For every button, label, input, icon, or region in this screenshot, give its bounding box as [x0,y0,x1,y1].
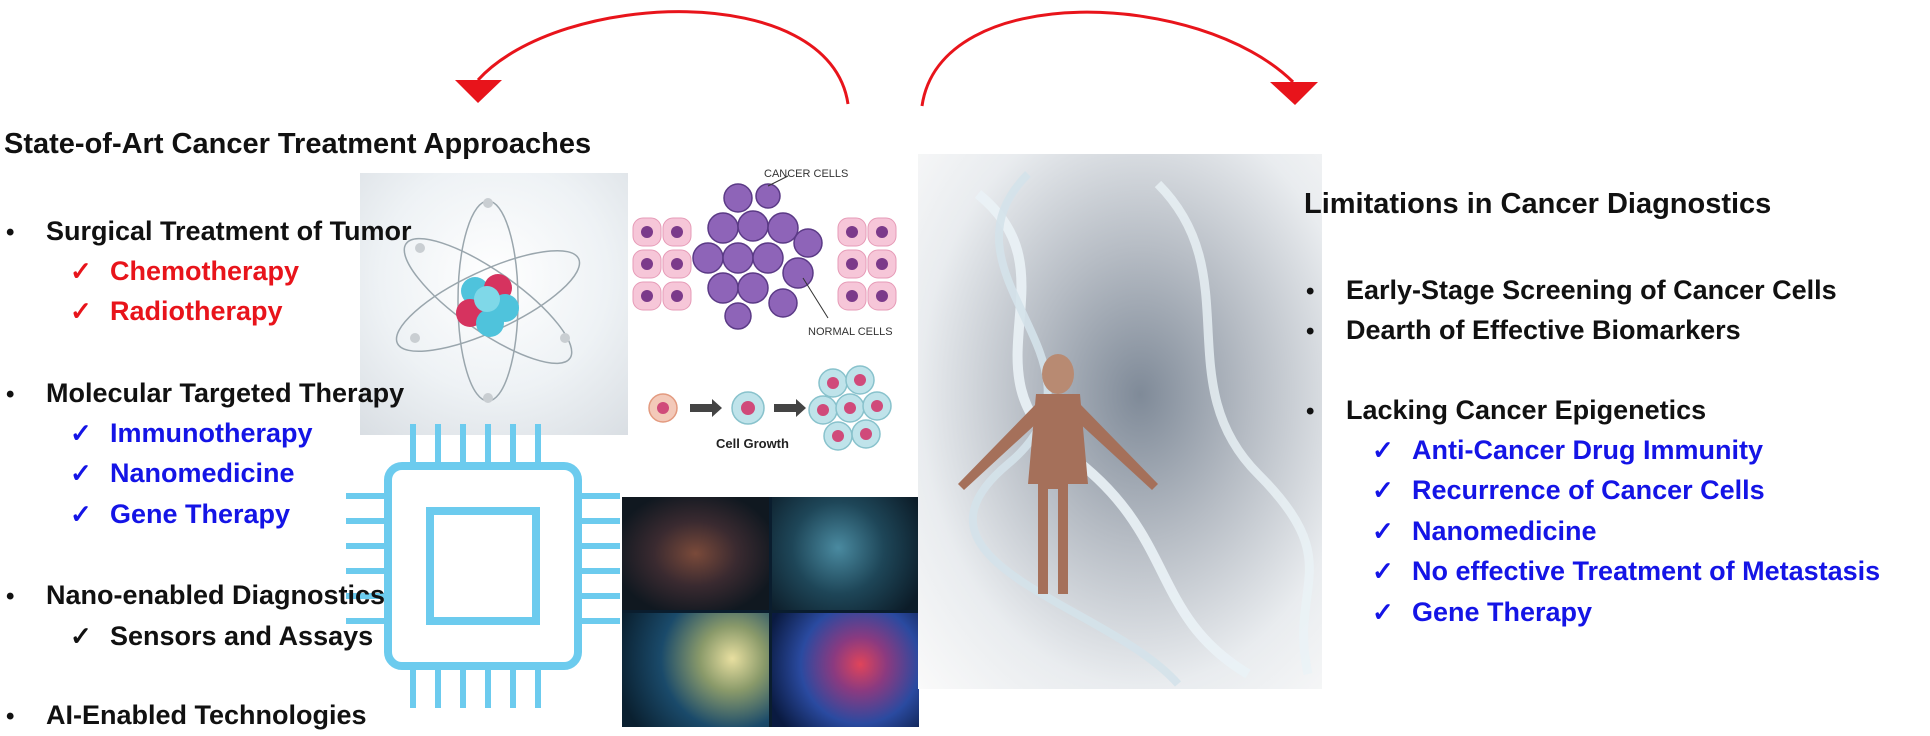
check-anti-cancer-drug-immunity: ✓ Anti-Cancer Drug Immunity [1372,435,1763,466]
check-gene-therapy: ✓ Gene Therapy [70,499,290,530]
check-icon: ✓ [1372,597,1394,627]
left-arrow-head [455,80,502,103]
check-icon: ✓ [1372,516,1394,546]
check-chemotherapy: ✓ Chemotherapy [70,256,299,287]
check-nanomedicine: ✓ Nanomedicine [70,458,295,489]
human-dna-illustration [958,171,1314,687]
check-icon: ✓ [70,418,92,448]
check-label: Anti-Cancer Drug Immunity [1412,435,1764,465]
bullet-dot: • [1306,278,1315,305]
bullet-dot: • [6,381,15,408]
bullet-label: Dearth of Effective Biomarkers [1346,315,1741,345]
check-icon: ✓ [70,296,92,326]
check-immunotherapy: ✓ Immunotherapy [70,418,313,449]
check-icon: ✓ [70,621,92,651]
bullet-dot: • [6,703,15,730]
check-label: Nanomedicine [1412,516,1597,546]
check-icon: ✓ [1372,556,1394,586]
bullet-label: Lacking Cancer Epigenetics [1346,395,1707,425]
check-label: Radiotherapy [110,296,283,326]
cells-diagram: CANCER CELLS NORMAL CELLS Cell Growth [628,168,916,468]
bullet-dot: • [6,583,15,610]
bullet-label: AI-Enabled Technologies [46,700,367,730]
check-icon: ✓ [1372,475,1394,505]
microscopy-collage [622,497,919,727]
cancer-cells-label: CANCER CELLS [764,168,849,180]
check-sensors-and-assays: ✓ Sensors and Assays [70,621,373,652]
check-label: Gene Therapy [110,499,291,529]
bullet-ai-enabled-technologies: • AI-Enabled Technologies [6,700,367,731]
check-recurrence-cancer-cells: ✓ Recurrence of Cancer Cells [1372,475,1765,506]
cell-growth-label: Cell Growth [716,436,789,451]
check-label: No effective Treatment of Metastasis [1412,556,1881,586]
check-label: Sensors and Assays [110,621,374,651]
check-no-effective-treatment-metastasis: ✓ No effective Treatment of Metastasis [1372,556,1880,587]
atom-icon [395,198,581,403]
check-label: Chemotherapy [110,256,300,286]
microscopy-tile-3 [622,613,769,727]
bullet-dot: • [1306,398,1315,425]
left-curved-arrow [476,10,850,105]
bullet-dearth-biomarkers: • Dearth of Effective Biomarkers [1306,315,1741,346]
bullet-dot: • [6,219,15,246]
right-heading: Limitations in Cancer Diagnostics [1304,188,1772,220]
microscopy-tile-2 [772,497,919,610]
microscopy-tile-1 [622,497,769,610]
bullet-lacking-epigenetics: • Lacking Cancer Epigenetics [1306,395,1706,426]
normal-cells-label: NORMAL CELLS [808,326,893,338]
left-heading: State-of-Art Cancer Treatment Approaches [4,128,592,160]
check-icon: ✓ [70,499,92,529]
bullet-molecular-targeted-therapy: • Molecular Targeted Therapy [6,378,404,409]
microscopy-tile-4 [772,613,919,727]
human-dna-image [918,154,1322,689]
check-icon: ✓ [1372,435,1394,465]
check-icon: ✓ [70,458,92,488]
bullet-early-stage-screening: • Early-Stage Screening of Cancer Cells [1306,275,1837,306]
bullet-surgical-treatment: • Surgical Treatment of Tumor [6,216,412,247]
bullet-label: Molecular Targeted Therapy [46,378,405,408]
atom-image [360,173,628,435]
bullet-label: Surgical Treatment of Tumor [46,216,412,246]
check-label: Immunotherapy [110,418,313,448]
bullet-dot: • [1306,318,1315,345]
right-curved-arrow [920,10,1295,107]
check-radiotherapy: ✓ Radiotherapy [70,296,283,327]
bullet-nano-enabled-diagnostics: • Nano-enabled Diagnostics [6,580,385,611]
check-right-nanomedicine: ✓ Nanomedicine [1372,516,1597,547]
check-label: Recurrence of Cancer Cells [1412,475,1765,505]
bullet-label: Nano-enabled Diagnostics [46,580,386,610]
right-arrow-head [1270,82,1318,105]
bullet-label: Early-Stage Screening of Cancer Cells [1346,275,1837,305]
check-label: Gene Therapy [1412,597,1593,627]
check-label: Nanomedicine [110,458,295,488]
cells-illustration [632,175,897,451]
check-icon: ✓ [70,256,92,286]
microchip-icon [346,424,620,708]
check-right-gene-therapy: ✓ Gene Therapy [1372,597,1592,628]
